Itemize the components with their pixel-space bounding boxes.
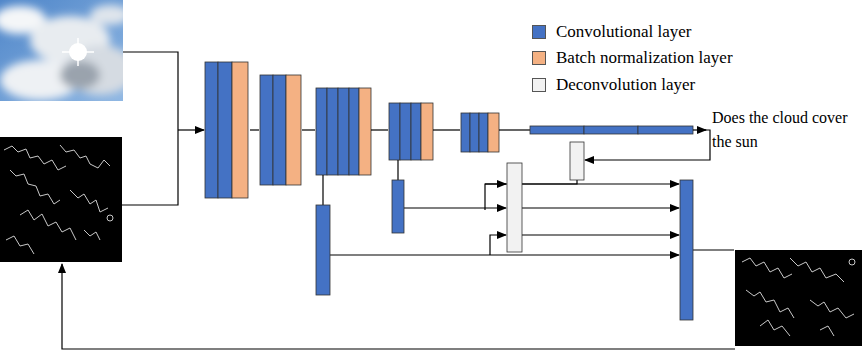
connector — [62, 130, 735, 349]
legend-row: Batch normalization layer — [532, 48, 733, 68]
legend-text: Deconvolution layer — [556, 75, 695, 95]
legend-row: Convolutional layer — [532, 22, 692, 42]
connector — [250, 129, 530, 130]
edge-image — [735, 250, 862, 346]
sky-image — [0, 0, 123, 101]
connector — [122, 52, 204, 205]
layer-block — [316, 142, 693, 320]
dense-bar — [530, 126, 693, 134]
output-label: Does the cloud cover the sun — [712, 106, 860, 154]
legend-swatch — [532, 51, 546, 65]
legend-row: Deconvolution layer — [532, 75, 695, 95]
legend-text: Batch normalization layer — [556, 48, 733, 68]
edge-image — [0, 137, 122, 262]
layer-stack — [205, 62, 499, 198]
legend-swatch — [532, 78, 546, 92]
legend-text: Convolutional layer — [556, 22, 692, 42]
legend-swatch — [532, 25, 546, 39]
